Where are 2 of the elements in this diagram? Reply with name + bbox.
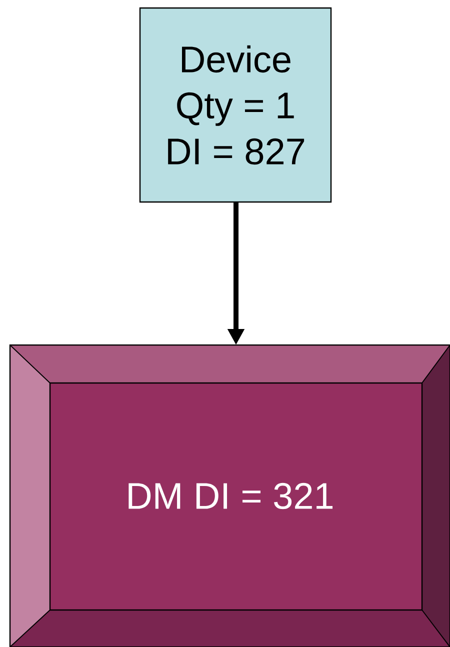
bevel-box: DM DI = 321: [9, 344, 450, 647]
device-box: Device Qty = 1 DI = 827: [139, 7, 332, 203]
